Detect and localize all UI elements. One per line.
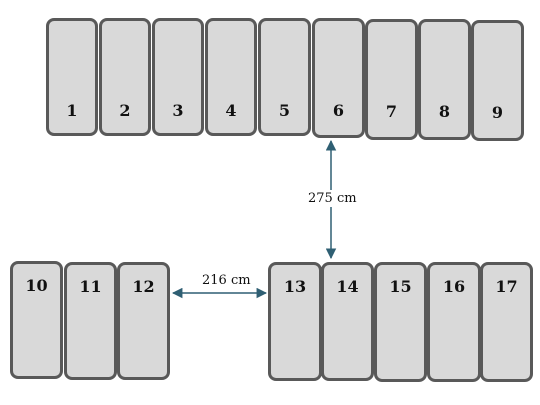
- slot-label: 4: [225, 101, 237, 120]
- slot-1: 1: [46, 18, 98, 136]
- slot-label: 6: [332, 101, 345, 120]
- slot-5: 5: [258, 18, 311, 136]
- slot-label: 13: [283, 277, 307, 296]
- slot-label: 8: [438, 102, 451, 121]
- slot-label: 3: [172, 101, 184, 120]
- slot-17: 17: [480, 262, 533, 382]
- slot-13: 13: [268, 262, 322, 381]
- slot-label: 2: [119, 101, 131, 120]
- slot-label: 15: [389, 277, 412, 296]
- horizontal-gap-label: 216 cm: [200, 273, 253, 288]
- slot-4: 4: [205, 18, 257, 136]
- slot-label: 9: [491, 103, 504, 122]
- slot-8: 8: [418, 19, 471, 140]
- vertical-gap-label: 275 cm: [306, 190, 359, 207]
- slot-3: 3: [152, 18, 204, 136]
- slot-16: 16: [427, 262, 481, 382]
- slot-2: 2: [99, 18, 151, 136]
- slot-label: 5: [278, 101, 291, 120]
- slot-15: 15: [374, 262, 427, 382]
- slot-label: 16: [442, 277, 466, 296]
- slot-label: 17: [495, 277, 518, 296]
- slot-label: 10: [25, 276, 48, 295]
- slot-7: 7: [365, 19, 418, 140]
- slot-6: 6: [312, 18, 365, 138]
- slot-9: 9: [471, 20, 524, 141]
- slot-label: 12: [132, 277, 155, 296]
- slot-label: 11: [79, 277, 102, 296]
- slot-10: 10: [10, 261, 63, 379]
- slot-14: 14: [321, 262, 374, 381]
- slot-label: 14: [336, 277, 359, 296]
- slot-label: 7: [385, 102, 398, 121]
- slot-label: 1: [66, 101, 78, 120]
- slot-12: 12: [117, 262, 170, 380]
- slot-11: 11: [64, 262, 117, 380]
